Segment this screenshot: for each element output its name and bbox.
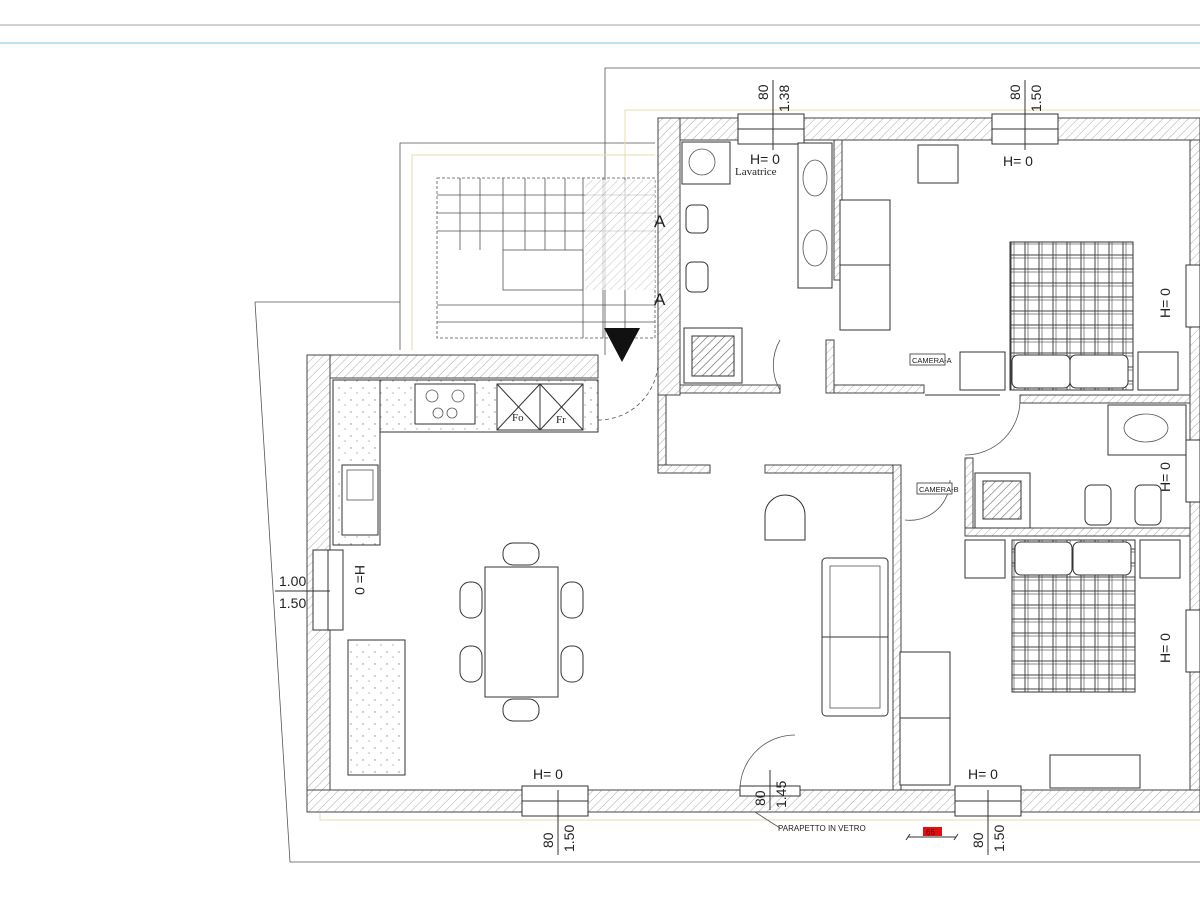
dim-width: 80 — [755, 84, 771, 100]
dim-height: 1.50 — [561, 825, 577, 852]
sill-label: H= 0 — [1157, 288, 1173, 318]
windows — [312, 113, 1200, 817]
sill-height-labels: H= 0 H= 0 H= 0 H= 0 H= 0 H= 0 H= 0 H= 0 — [352, 151, 1173, 782]
oven-label: Fo — [512, 412, 524, 424]
section-mark-a-1: A — [654, 212, 666, 231]
sill-label: H= 0 — [533, 766, 563, 782]
sill-label: H= 0 — [1157, 633, 1173, 663]
doors — [597, 339, 1021, 791]
fridge-label: Fr — [556, 414, 566, 426]
sill-label: H= 0 — [1003, 153, 1033, 169]
dim-height: 1.50 — [1028, 85, 1044, 112]
section-mark-a-2: A — [654, 290, 666, 309]
window-dimensions: 80 1.38 80 1.50 1.00 1.50 80 1.50 80 1.4… — [275, 80, 1044, 855]
scale-marker-label: 66 — [926, 828, 935, 837]
dim-width: 1.00 — [279, 573, 306, 589]
scale-marker: 66 — [905, 827, 959, 841]
sill-label: H= 0 — [1157, 462, 1173, 492]
camera-b-tag — [916, 482, 953, 495]
walls — [306, 117, 1200, 813]
sill-label: H= 0 — [968, 766, 998, 782]
bathroom-fixtures — [681, 141, 833, 384]
camera-b-label: CAMERA-B — [919, 485, 959, 494]
kitchen — [332, 379, 599, 776]
dim-height: 1.50 — [991, 825, 1007, 852]
sill-label: H= 0 — [750, 151, 780, 167]
camera-a-tag — [909, 353, 946, 366]
bedroom-a — [839, 144, 1179, 391]
entrance-arrow-icon — [604, 328, 640, 362]
dim-width: 80 — [752, 790, 768, 806]
staircase — [436, 177, 656, 362]
bathroom-2-fixtures — [974, 404, 1187, 529]
armchair — [764, 494, 806, 541]
dim-height: 1.50 — [279, 595, 306, 611]
camera-a-label: CAMERA-A — [912, 356, 952, 365]
dim-height: 1.45 — [773, 781, 789, 808]
sofa — [821, 557, 889, 717]
washing-machine-label: Lavatrice — [735, 166, 777, 178]
glass-parapet-label: PARAPETTO IN VETRO — [778, 824, 866, 833]
dim-height: 1.38 — [776, 85, 792, 112]
dining-table — [459, 542, 584, 722]
dim-width: 80 — [1007, 84, 1023, 100]
bedroom-b — [899, 539, 1181, 789]
dim-width: 80 — [540, 832, 556, 848]
dim-width: 80 — [970, 832, 986, 848]
sill-label: H= 0 — [352, 565, 368, 595]
